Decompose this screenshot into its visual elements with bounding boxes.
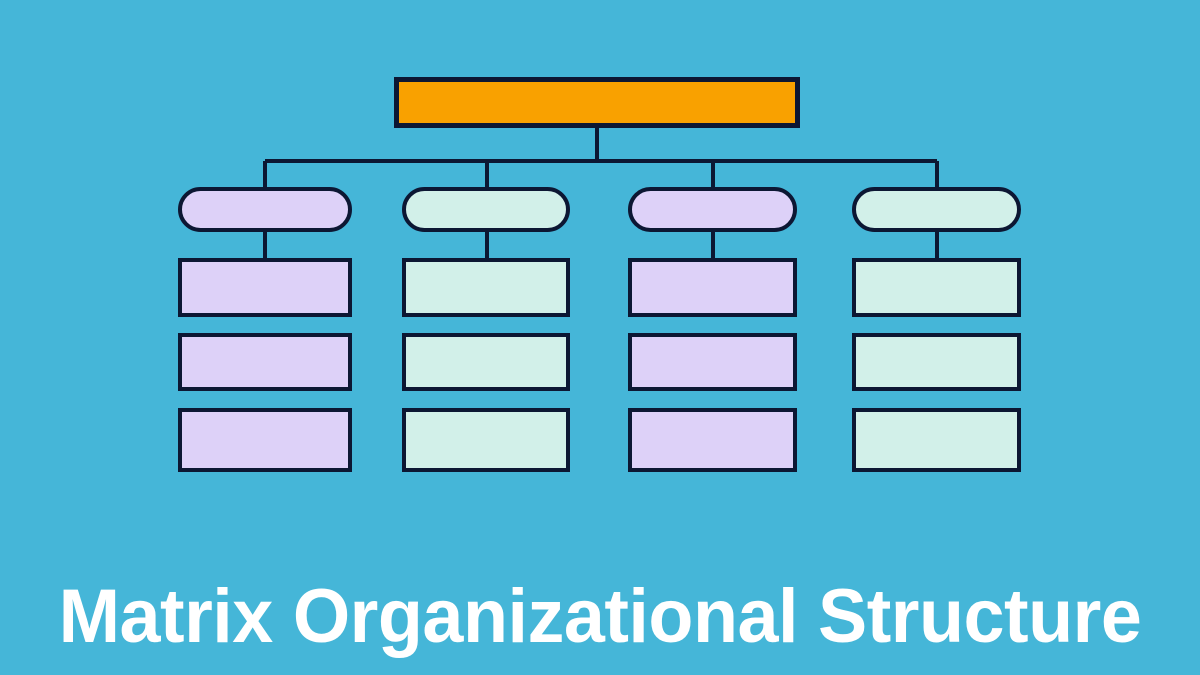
team-node-2-3[interactable] [402, 408, 570, 472]
team-node-2-1[interactable] [402, 258, 570, 317]
department-head-node-1[interactable] [178, 187, 352, 232]
team-node-4-3[interactable] [852, 408, 1021, 472]
team-node-1-1[interactable] [178, 258, 352, 317]
team-node-3-3[interactable] [628, 408, 797, 472]
team-node-1-3[interactable] [178, 408, 352, 472]
team-node-3-1[interactable] [628, 258, 797, 317]
department-head-node-3[interactable] [628, 187, 797, 232]
team-node-4-1[interactable] [852, 258, 1021, 317]
team-node-4-2[interactable] [852, 333, 1021, 391]
root-node[interactable] [394, 77, 800, 128]
team-node-2-2[interactable] [402, 333, 570, 391]
department-head-node-2[interactable] [402, 187, 570, 232]
team-node-1-2[interactable] [178, 333, 352, 391]
department-head-node-4[interactable] [852, 187, 1021, 232]
team-node-3-2[interactable] [628, 333, 797, 391]
page-title: Matrix Organizational Structure [58, 574, 1142, 659]
